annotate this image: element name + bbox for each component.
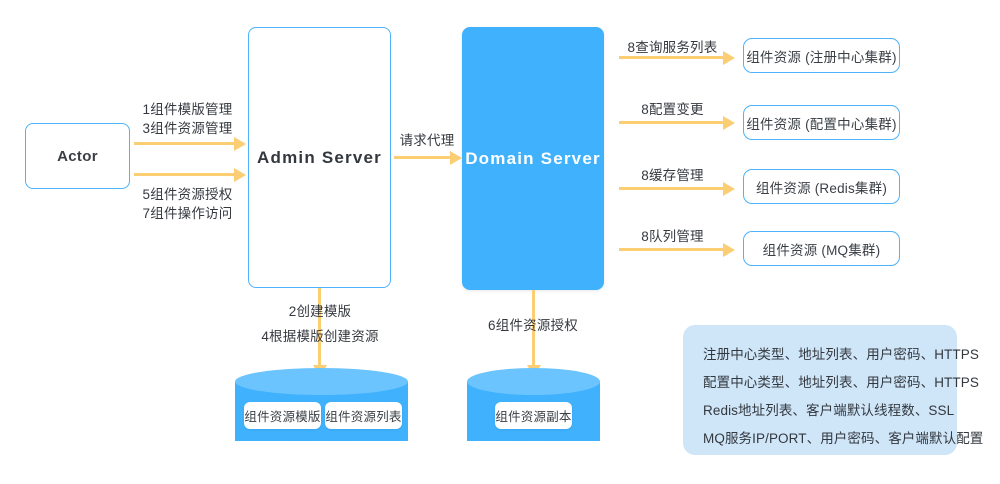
legend-panel: 注册中心类型、地址列表、用户密码、HTTPS 配置中心类型、地址列表、用户密码、… bbox=[683, 325, 984, 455]
flow-label-component-resource-authorization: 6组件资源授权 bbox=[488, 318, 578, 333]
flow-label-actor-admin-bottom-1: 5组件资源授权 bbox=[142, 187, 233, 202]
arrow-to-redis-cluster bbox=[619, 187, 724, 190]
datastore-domain[interactable]: 组件资源副本 bbox=[467, 368, 600, 454]
arrow-actor-to-admin-top bbox=[134, 142, 235, 145]
datastore-admin-chip-template[interactable]: 组件资源模版 bbox=[244, 402, 321, 429]
legend-line-redis: Redis地址列表、客户端默认线程数、SSL bbox=[703, 403, 955, 418]
flow-label-actor-admin-bottom-2: 7组件操作访问 bbox=[142, 206, 233, 221]
flow-label-create-resource-from-template: 4根据模版创建资源 bbox=[261, 329, 379, 344]
flow-label-actor-admin-top-1: 1组件模版管理 bbox=[142, 102, 233, 117]
node-domain-server[interactable]: Domain Server bbox=[462, 27, 604, 290]
arrow-actor-to-admin-bottom bbox=[134, 173, 235, 176]
arrow-to-config-cluster bbox=[619, 121, 724, 124]
resource-box-registry-cluster-label: 组件资源 (注册中心集群) bbox=[746, 49, 897, 65]
flow-label-create-template: 2创建模版 bbox=[288, 304, 352, 319]
node-admin-server-label: Admin Server bbox=[257, 147, 382, 167]
node-actor[interactable]: Actor bbox=[25, 123, 130, 189]
flow-label-admin-to-domain: 请求代理 bbox=[399, 133, 455, 148]
arrow-admin-to-store bbox=[318, 288, 321, 366]
resource-box-redis-cluster-label: 组件资源 (Redis集群) bbox=[755, 180, 888, 196]
resource-box-mq-cluster[interactable]: 组件资源 (MQ集群) bbox=[743, 231, 900, 266]
flow-label-config-change: 8配置变更 bbox=[641, 102, 704, 117]
legend-line-registry: 注册中心类型、地址列表、用户密码、HTTPS bbox=[703, 347, 979, 362]
resource-box-config-cluster[interactable]: 组件资源 (配置中心集群) bbox=[743, 105, 900, 140]
datastore-admin-chip-list-label: 组件资源列表 bbox=[325, 410, 402, 424]
node-domain-server-label: Domain Server bbox=[465, 148, 601, 168]
resource-box-redis-cluster[interactable]: 组件资源 (Redis集群) bbox=[743, 169, 900, 204]
datastore-admin[interactable]: 组件资源模版 组件资源列表 bbox=[235, 368, 408, 454]
datastore-domain-top-ellipse bbox=[467, 368, 600, 395]
arrow-domain-to-store bbox=[532, 290, 535, 366]
datastore-admin-chip-list[interactable]: 组件资源列表 bbox=[325, 402, 402, 429]
node-actor-label: Actor bbox=[57, 147, 98, 165]
resource-box-config-cluster-label: 组件资源 (配置中心集群) bbox=[746, 116, 897, 132]
flow-label-cache-management: 8缓存管理 bbox=[641, 168, 704, 183]
arrow-to-mq-cluster bbox=[619, 248, 724, 251]
resource-box-registry-cluster[interactable]: 组件资源 (注册中心集群) bbox=[743, 38, 900, 73]
arrow-admin-to-domain bbox=[394, 156, 451, 159]
legend-line-mq: MQ服务IP/PORT、用户密码、客户端默认配置 bbox=[703, 431, 984, 446]
datastore-domain-chip-replica-label: 组件资源副本 bbox=[495, 410, 572, 424]
datastore-domain-chip-replica[interactable]: 组件资源副本 bbox=[495, 402, 572, 429]
flow-label-queue-management: 8队列管理 bbox=[641, 229, 704, 244]
datastore-admin-chip-template-label: 组件资源模版 bbox=[244, 410, 321, 424]
node-admin-server[interactable]: Admin Server bbox=[248, 27, 391, 288]
flow-label-query-service-list: 8查询服务列表 bbox=[627, 40, 718, 55]
legend-line-config: 配置中心类型、地址列表、用户密码、HTTPS bbox=[703, 375, 979, 390]
flow-label-actor-admin-top-2: 3组件资源管理 bbox=[142, 121, 233, 136]
resource-box-mq-cluster-label: 组件资源 (MQ集群) bbox=[762, 242, 881, 258]
datastore-admin-top-ellipse bbox=[235, 368, 408, 395]
arrow-to-registry-cluster bbox=[619, 56, 724, 59]
